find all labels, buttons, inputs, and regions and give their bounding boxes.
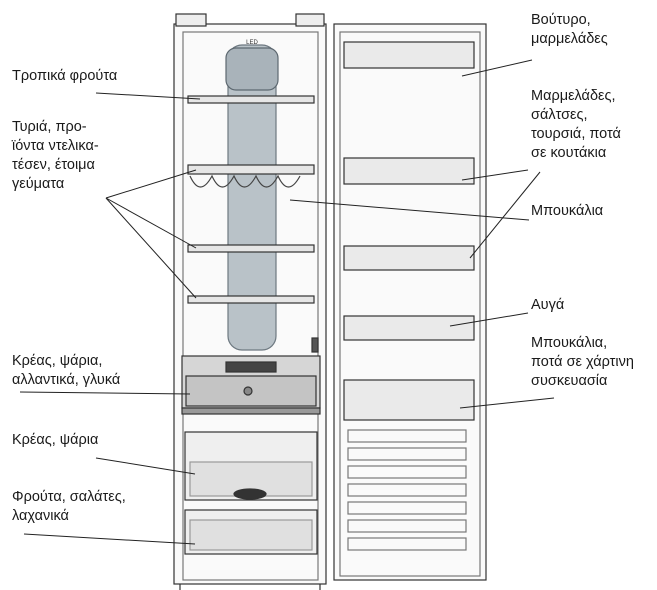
label-jams-sauces: Μαρμελάδες, σάλτσες, τουρσιά, ποτά σε κο…	[531, 87, 621, 163]
door-bin-cartons	[343, 379, 475, 421]
shelf-tropical	[187, 95, 315, 104]
label-cheese-line-4: γεύματα	[12, 176, 65, 192]
label-jams-line-1: Μαρμελάδες,	[531, 88, 616, 104]
label-butter-line-1: Βούτυρο,	[531, 12, 591, 28]
label-bottles-cartons: Μπουκάλια, ποτά σε χάρτινη συσκευασία	[531, 334, 634, 391]
control-knob	[243, 386, 253, 396]
label-fruit-line-1: Φρούτα, σαλάτες,	[12, 489, 126, 505]
fridge-inner-wall	[182, 31, 319, 581]
leader-jams	[461, 169, 529, 181]
label-meat-fish-sweets: Κρέας, ψάρια, αλλαντικά, γλυκά	[12, 352, 120, 390]
shelf-middle	[187, 244, 315, 253]
leader-meat	[95, 457, 196, 475]
label-cheese-line-1: Τυριά, προ-	[12, 119, 87, 135]
leader-deli-1	[105, 169, 197, 199]
shelf-deli	[187, 164, 315, 175]
label-tropical-fruit: Τροπικά φρούτα	[12, 68, 118, 84]
label-meat-sweets-line-1: Κρέας, ψάρια,	[12, 353, 103, 369]
label-fruit-veg: Φρούτα, σαλάτες, λαχανικά	[12, 488, 126, 526]
label-bottles: Μπουκάλια	[531, 203, 604, 219]
label-cartons-line-3: συσκευασία	[531, 373, 608, 389]
leader-fruit	[23, 533, 196, 545]
control-display	[225, 361, 277, 373]
leader-eggs	[449, 312, 529, 327]
leader-cartons	[459, 397, 555, 409]
crisper-bottom-panel	[189, 519, 313, 551]
label-cheese-line-2: ϊόντα ντελικα-	[12, 138, 99, 154]
bottle-rack	[189, 174, 301, 188]
door-bin-jams	[343, 157, 475, 185]
door-inner	[339, 31, 481, 577]
label-butter-jams: Βούτυρο, μαρμελάδες	[531, 11, 608, 49]
air-duct	[227, 44, 277, 351]
shelf-lower	[187, 295, 315, 304]
leader-tropical	[95, 92, 201, 100]
fan-housing	[225, 47, 279, 91]
top-control-right	[295, 13, 325, 27]
label-cartons-line-2: ποτά σε χάρτινη	[531, 354, 634, 370]
door-bin-eggs	[343, 315, 475, 341]
door-hinge	[311, 337, 319, 353]
duct-marking: LED	[246, 40, 258, 46]
label-cartons-line-1: Μπουκάλια,	[531, 335, 608, 351]
leader-deli-3	[105, 197, 197, 299]
top-control-left	[175, 13, 207, 27]
fridge-door	[333, 23, 487, 581]
door-bin-butter	[343, 41, 475, 69]
label-jams-line-3: τουρσιά, ποτά	[531, 126, 621, 142]
leader-butter	[461, 59, 533, 77]
label-fruit-line-2: λαχανικά	[12, 508, 69, 524]
leader-bottles	[289, 199, 530, 221]
leader-jams-2	[469, 171, 541, 259]
label-eggs: Αυγά	[531, 297, 565, 313]
crisper-slider	[233, 488, 267, 500]
leader-deli-2	[105, 197, 197, 249]
label-cheese-line-3: τέσεν, έτοιμα	[12, 157, 95, 173]
door-bin-bottles	[343, 245, 475, 271]
label-meat-fish: Κρέας, ψάρια	[12, 432, 99, 448]
leader-lines	[19, 59, 555, 545]
leader-meat-sweets	[19, 391, 191, 395]
door-vents	[347, 429, 467, 551]
label-jams-line-4: σε κουτάκια	[531, 145, 607, 161]
label-meat-sweets-line-2: αλλαντικά, γλυκά	[12, 372, 121, 388]
label-jams-line-2: σάλτσες,	[531, 107, 588, 123]
label-cheese-deli: Τυριά, προ- ϊόντα ντελικα- τέσεν, έτοιμα…	[12, 118, 99, 194]
drawer-divider	[181, 407, 321, 415]
label-butter-line-2: μαρμελάδες	[531, 31, 608, 47]
